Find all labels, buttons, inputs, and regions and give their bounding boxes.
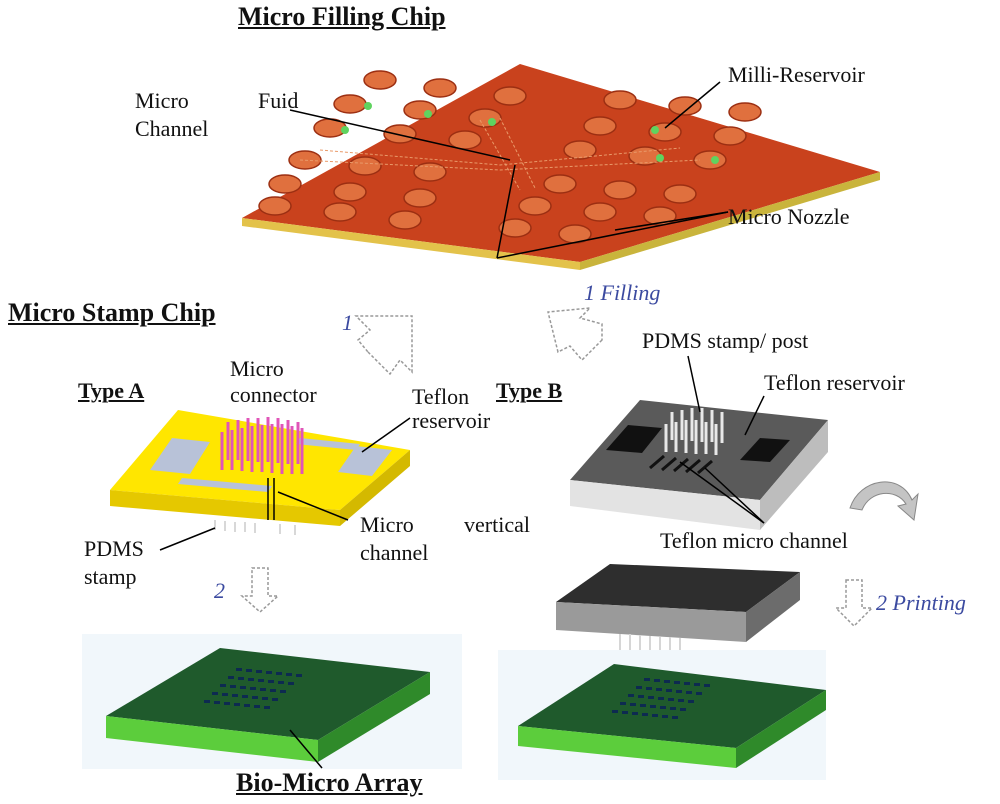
- label-micro-connector-line2: connector: [230, 382, 317, 407]
- type-a-leader-lines: [159, 417, 411, 551]
- label-micro-channel-a-line2: channel: [360, 540, 429, 565]
- label-pdms-stamp-line1: PDMS: [84, 536, 144, 561]
- micro-filling-chip: [242, 64, 880, 270]
- type-b-reservoir-right: [740, 438, 790, 462]
- heading-type-b: Type B: [496, 378, 563, 403]
- label-micro-connector-line1: Micro: [230, 356, 284, 381]
- step1-arrow-right: [547, 307, 603, 362]
- type-b-flipped-stamp: [556, 564, 800, 652]
- type-b-chip: [570, 400, 828, 530]
- label-vertical: vertical: [464, 512, 530, 537]
- type-b-side-right: [760, 420, 828, 530]
- type-a-side-right: [340, 450, 410, 526]
- type-a-side-front: [110, 490, 340, 526]
- label-teflon-reservoir-a-line2: reservoir: [412, 408, 491, 433]
- filling-chip-wells: [258, 70, 762, 244]
- type-b-side-front: [570, 480, 760, 530]
- filling-chip-microchannels: [299, 117, 701, 191]
- label-pdms-stamp-line2: stamp: [84, 564, 137, 589]
- label-micro-nozzle: Micro Nozzle: [728, 204, 850, 229]
- label-milli-reservoir: Milli-Reservoir: [728, 62, 865, 87]
- filling-leader-lines: [289, 81, 729, 259]
- filling-chip-side-right: [580, 172, 880, 270]
- label-micro-channel-line1: Micro: [135, 88, 189, 113]
- label-fluid: Fuid: [258, 88, 299, 113]
- heading-micro-filling-chip: Micro Filling Chip: [238, 2, 446, 31]
- fluid-dots: [341, 102, 719, 164]
- step-2-printing: 2 Printing: [876, 590, 966, 615]
- label-teflon-reservoir-b: Teflon reservoir: [764, 370, 905, 395]
- type-a-chip: [110, 410, 410, 535]
- label-micro-channel-line2: Channel: [135, 116, 209, 141]
- heading-bio-micro-array: Bio-Micro Array: [236, 768, 423, 797]
- heading-type-a: Type A: [78, 378, 145, 403]
- type-b-pdms-posts: [664, 408, 724, 455]
- type-a-channel-front: [178, 478, 272, 492]
- label-teflon-micro-channel: Teflon micro channel: [660, 528, 848, 553]
- label-pdms-stamp-post: PDMS stamp/ post: [642, 328, 809, 353]
- flip-arrow-icon: [849, 481, 919, 521]
- heading-micro-stamp-chip: Micro Stamp Chip: [8, 298, 216, 327]
- filling-chip-side-left: [242, 218, 580, 270]
- type-a-pdms-posts: [214, 520, 296, 535]
- type-a-channel-back: [296, 438, 360, 450]
- type-b-leader-lines: [679, 355, 765, 524]
- bio-array-leader: [289, 729, 323, 769]
- bio-array-left: [82, 634, 462, 769]
- step1-arrow-left: [354, 315, 413, 376]
- label-teflon-reservoir-a-line1: Teflon: [412, 384, 470, 409]
- type-a-reservoir-left: [150, 438, 210, 474]
- step2-arrow-right: [834, 579, 874, 628]
- step-1-left: 1: [342, 310, 353, 335]
- type-a-micro-connectors: [220, 417, 304, 474]
- label-micro-channel-a-line1: Micro: [360, 512, 414, 537]
- step-1-filling: 1 Filling: [584, 280, 661, 305]
- type-b-reservoir-left: [606, 425, 662, 453]
- step-2-left: 2: [214, 578, 225, 603]
- type-a-top: [110, 410, 410, 510]
- type-b-top: [570, 400, 828, 500]
- type-b-channels: [649, 454, 713, 475]
- type-a-reservoir-right: [338, 446, 392, 476]
- bio-array-right: [498, 650, 826, 780]
- step2-arrow-left: [240, 567, 280, 614]
